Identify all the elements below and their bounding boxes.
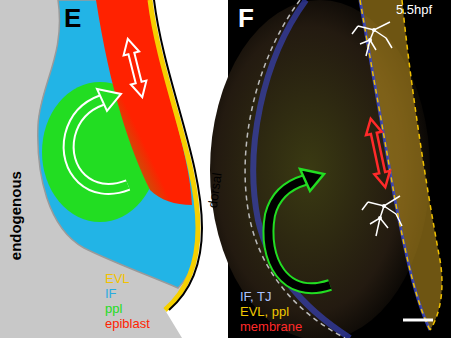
legend-swatch: epiblast xyxy=(105,316,150,331)
legend-entry: EVL, ppl xyxy=(240,305,289,320)
legend-swatch: membrane xyxy=(240,319,302,334)
legend-entry: IF, TJ xyxy=(240,290,272,305)
legend-entry: IF xyxy=(105,287,117,302)
panel-background xyxy=(0,0,226,338)
legend-text: EVL xyxy=(105,271,130,286)
evl-boundary xyxy=(360,0,430,330)
yolk-region xyxy=(0,0,198,338)
panel-letter: F xyxy=(238,4,254,34)
flow-arrow-outline xyxy=(268,180,330,288)
flow-arrow xyxy=(69,100,128,189)
flow-arrow-outline xyxy=(69,100,128,189)
legend-text: EVL, ppl xyxy=(240,304,289,319)
evl-boundary xyxy=(402,0,442,330)
tj-marker xyxy=(362,196,402,236)
if-signal xyxy=(253,0,350,338)
outer-membrane xyxy=(154,0,202,310)
tj-marker xyxy=(382,204,386,208)
legend-swatch: IF xyxy=(105,286,117,301)
axis-label: dorsal xyxy=(205,171,225,208)
time-label: 5.5hpf xyxy=(396,3,432,18)
flow-arrowhead xyxy=(97,89,121,111)
if-signal xyxy=(360,0,430,330)
legend-swatch: ppl xyxy=(105,301,122,316)
legend-entry: EVL xyxy=(105,272,130,287)
legend-swatch: EVL, ppl xyxy=(240,304,289,319)
tj-marker xyxy=(378,216,382,220)
legend-text: ppl xyxy=(105,301,122,316)
if-region xyxy=(38,0,198,288)
double-arrow xyxy=(363,117,393,189)
legend-text: membrane xyxy=(240,319,302,334)
legend-text: IF, TJ xyxy=(240,289,272,304)
region-label: endogenous xyxy=(6,171,23,260)
legend-text: IF xyxy=(105,286,117,301)
double-arrow xyxy=(120,37,150,99)
tj-marker xyxy=(352,22,392,56)
evl-band xyxy=(360,0,442,330)
legend-entry: membrane xyxy=(240,320,302,335)
legend-entry: ppl xyxy=(105,302,122,317)
flow-arrow xyxy=(268,180,330,288)
tissue-boundary xyxy=(245,0,345,338)
panel-letter: E xyxy=(64,4,81,34)
tj-marker xyxy=(372,28,376,32)
legend-swatch: EVL xyxy=(105,271,130,286)
flow-arrowhead xyxy=(300,169,324,191)
legend-swatch: IF, TJ xyxy=(240,289,272,304)
tj-marker xyxy=(368,38,372,42)
legend-entry: epiblast xyxy=(105,317,150,332)
scale-bar xyxy=(403,319,433,322)
legend-text: epiblast xyxy=(105,316,150,331)
